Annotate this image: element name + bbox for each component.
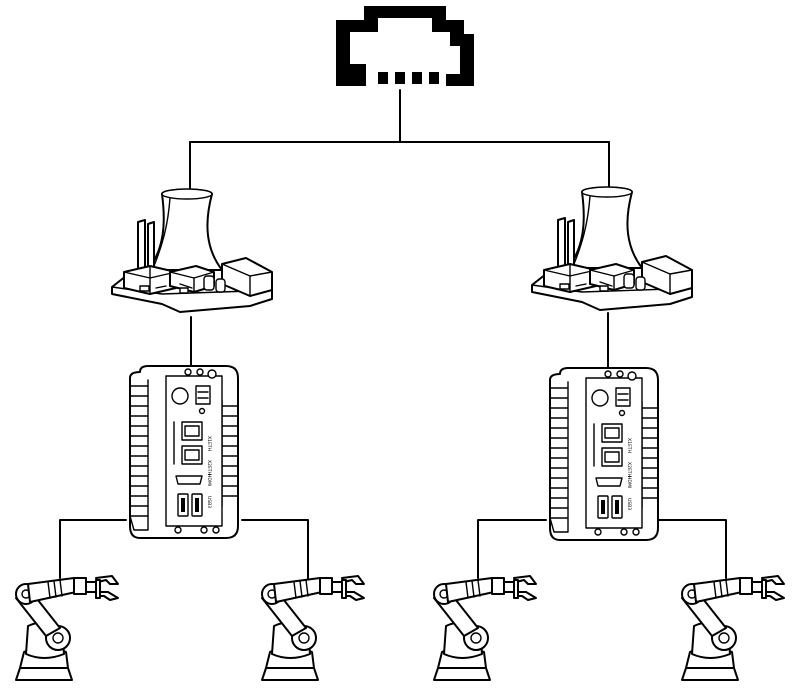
robot-arm-icon (681, 575, 785, 681)
line-gateway-robot-1 (59, 519, 127, 579)
edge-gateway-icon (549, 367, 659, 541)
connection-lines (59, 89, 727, 579)
cloud-dot (378, 72, 388, 84)
edge-gateway-icon (129, 365, 239, 539)
factory-icon (111, 188, 273, 313)
line-gateway-robot-4 (657, 519, 727, 579)
robot-arm-icon (433, 575, 537, 681)
cloud-dot (395, 72, 405, 84)
cloud-dot (429, 72, 439, 84)
cloud-icon (336, 6, 474, 86)
factory-icon (531, 186, 693, 311)
line-gateway-robot-3 (477, 519, 547, 579)
cloud-dot (412, 72, 422, 84)
robot-arm-icon (15, 575, 119, 681)
robot-arm-icon (261, 575, 365, 681)
line-gateway-robot-2 (241, 519, 309, 579)
